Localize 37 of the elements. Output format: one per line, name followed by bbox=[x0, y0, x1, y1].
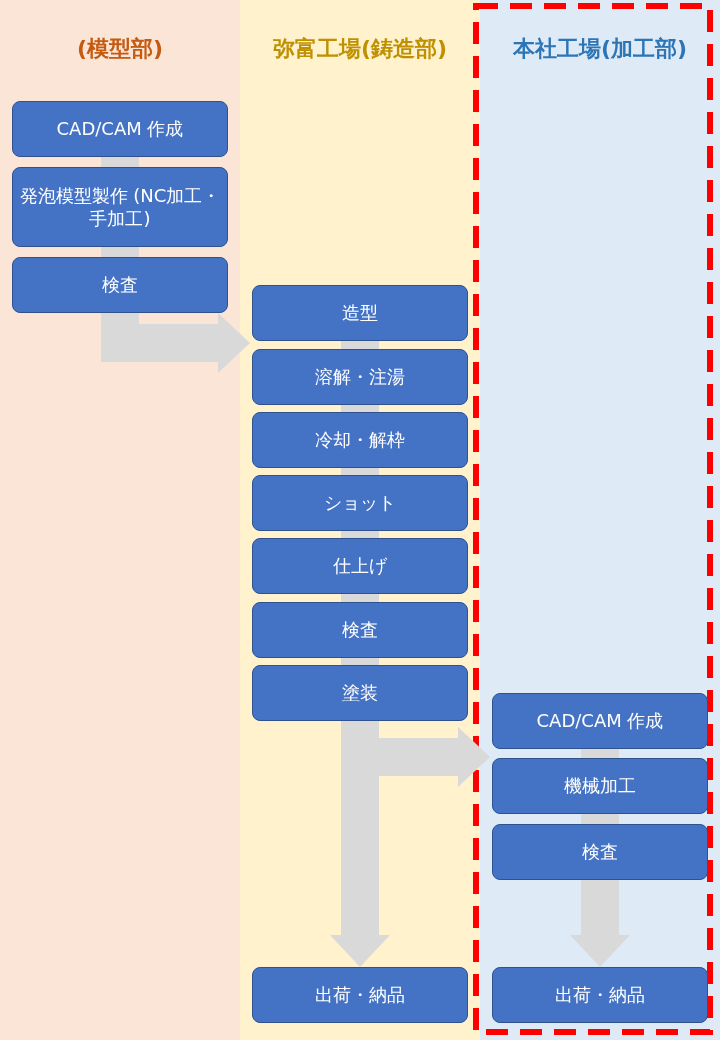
process-box bbox=[12, 101, 228, 157]
step-label: 出荷・納品 bbox=[555, 983, 645, 1007]
process-box bbox=[492, 693, 708, 749]
process-box bbox=[252, 285, 468, 341]
step-label: 検査 bbox=[582, 840, 618, 864]
flow-arrow bbox=[570, 880, 630, 967]
process-box bbox=[252, 412, 468, 468]
step-label: 造型 bbox=[342, 301, 378, 325]
step-label: 冷却・解枠 bbox=[315, 428, 405, 452]
step-label: 検査 bbox=[342, 618, 378, 642]
step-label: 検査 bbox=[102, 273, 138, 297]
process-box bbox=[252, 349, 468, 405]
step-label: 溶解・注湯 bbox=[315, 365, 405, 389]
step-label: ショット bbox=[324, 491, 396, 515]
process-box bbox=[492, 758, 708, 814]
column-heading: 本社工場(加工部) bbox=[511, 35, 689, 63]
process-box bbox=[252, 538, 468, 594]
process-box bbox=[252, 665, 468, 721]
step-label: 機械加工 bbox=[564, 774, 636, 798]
column-heading: (模型部) bbox=[75, 35, 165, 63]
step-label: CAD/CAM 作成 bbox=[56, 117, 184, 141]
step-label: 塗装 bbox=[342, 681, 378, 705]
process-box bbox=[252, 967, 468, 1023]
flow-arrow bbox=[101, 313, 250, 373]
process-box bbox=[12, 167, 228, 247]
step-label: CAD/CAM 作成 bbox=[536, 709, 664, 733]
process-box bbox=[492, 824, 708, 880]
step-label: 出荷・納品 bbox=[315, 983, 405, 1007]
column-band bbox=[240, 0, 480, 1040]
process-box bbox=[12, 257, 228, 313]
column-heading: 弥富工場(鋳造部) bbox=[271, 35, 449, 63]
process-box bbox=[252, 602, 468, 658]
step-label: 仕上げ bbox=[333, 554, 387, 578]
process-box bbox=[252, 475, 468, 531]
process-box bbox=[492, 967, 708, 1023]
column-band bbox=[0, 0, 240, 1040]
step-label: 発泡模型製作 (NC加工・手加工) bbox=[19, 183, 221, 231]
